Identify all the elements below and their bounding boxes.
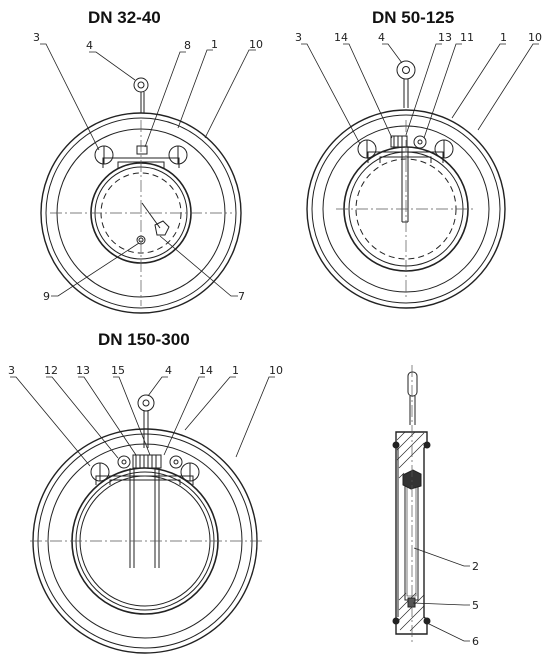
callout-label: 1 — [211, 38, 218, 51]
callout-label: 1 — [500, 31, 507, 44]
callout-label: 8 — [184, 39, 191, 52]
callout-label: 10 — [249, 38, 263, 51]
callout-label: 4 — [86, 39, 93, 52]
callouts-dn-50-125: 3 14 4 13 11 1 10 — [295, 31, 542, 44]
callout-label: 10 — [528, 31, 542, 44]
callout-label: 3 — [8, 364, 15, 377]
callout-label: 5 — [472, 599, 479, 612]
title-dn-50-125: DN 50-125 — [372, 8, 455, 27]
callout-label: 9 — [43, 290, 50, 303]
callout-label: 13 — [76, 364, 90, 377]
callout-label: 10 — [269, 364, 283, 377]
valve-section-view — [392, 365, 470, 645]
title-dn-32-40: DN 32-40 — [88, 8, 161, 27]
callout-label: 2 — [472, 560, 479, 573]
callout-label: 12 — [44, 364, 58, 377]
title-dn-150-300: DN 150-300 — [98, 330, 190, 349]
callout-label: 14 — [334, 31, 348, 44]
callout-label: 6 — [472, 635, 479, 648]
callout-label: 4 — [378, 31, 385, 44]
callout-label: 3 — [33, 31, 40, 44]
callouts-section: 2 5 6 — [472, 560, 479, 648]
valve-dn-150-300 — [10, 376, 275, 654]
valve-dn-32-40 — [40, 43, 256, 314]
callout-label: 7 — [238, 290, 245, 303]
callout-label: 14 — [199, 364, 213, 377]
callouts-dn-150-300: 3 12 13 15 4 14 1 10 — [8, 364, 283, 377]
callout-label: 13 — [438, 31, 452, 44]
callout-label: 11 — [460, 31, 474, 44]
callout-label: 4 — [165, 364, 172, 377]
valve-dn-50-125 — [301, 43, 539, 309]
callouts-dn-32-40: 3 4 8 1 10 9 7 — [33, 31, 263, 303]
callout-label: 1 — [232, 364, 239, 377]
callout-label: 3 — [295, 31, 302, 44]
callout-label: 15 — [111, 364, 125, 377]
